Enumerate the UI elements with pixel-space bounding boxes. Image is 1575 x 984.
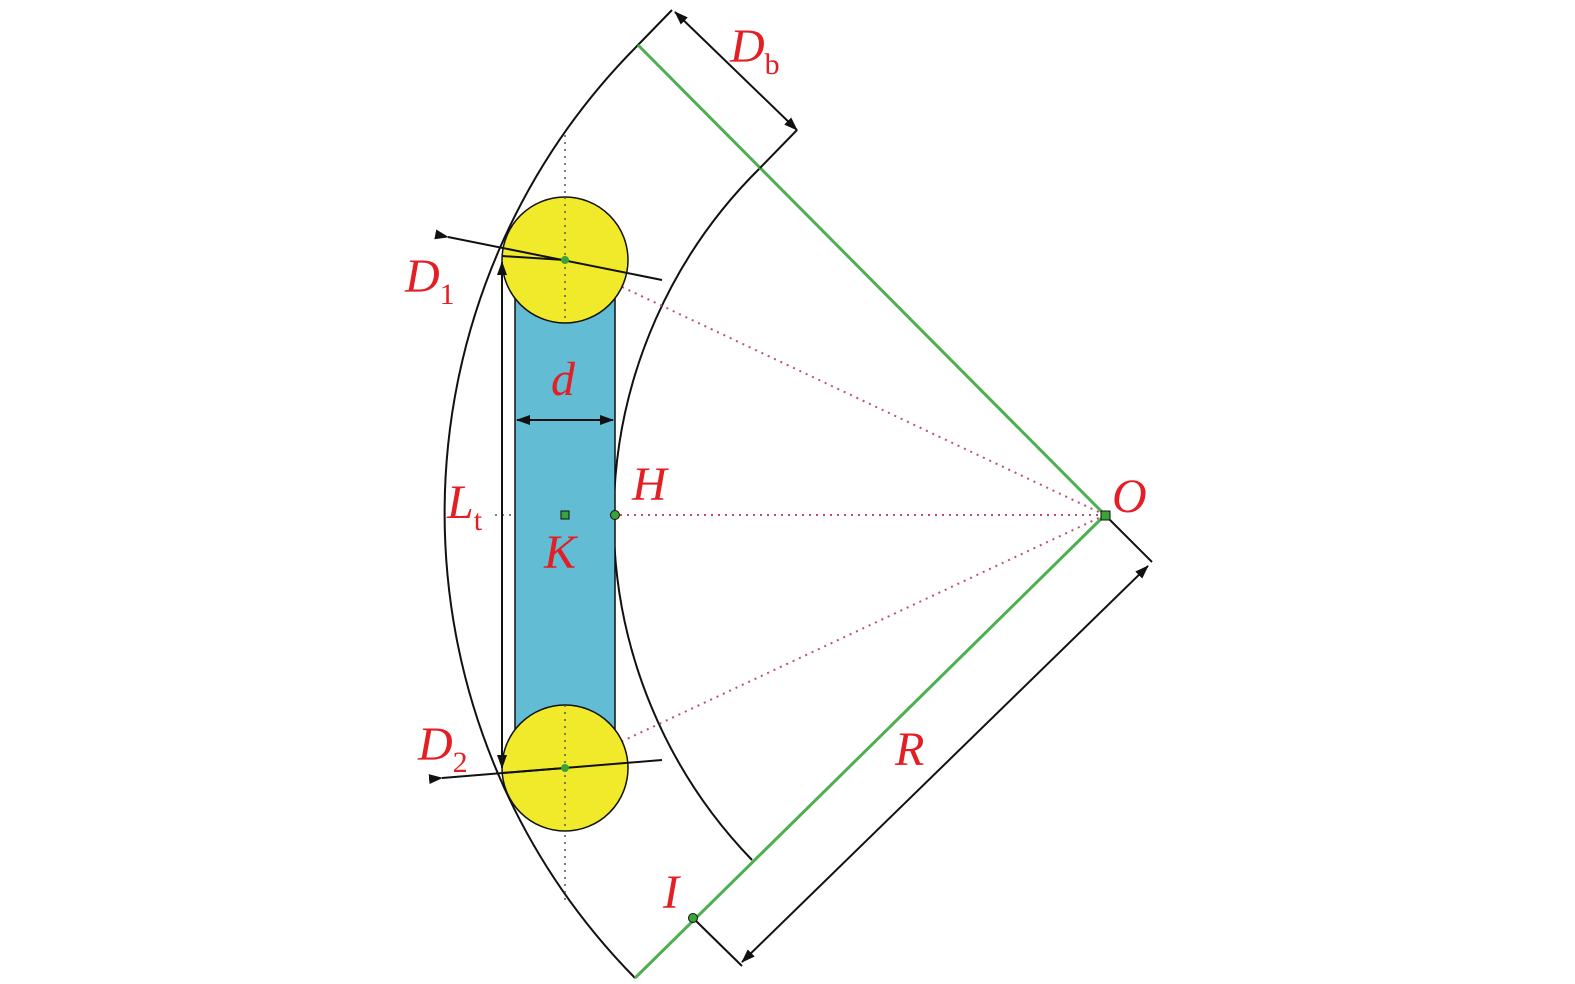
label-k: K [543,526,579,579]
point-O [1100,510,1111,521]
lower-radius-line [633,513,1107,980]
bottom-ball-center [561,764,569,772]
r-dimension-line [741,565,1149,963]
upper-radius-line [636,43,1107,517]
label-d2: D2 [417,718,468,779]
r-extension-bottom [692,917,743,967]
label-r: R [894,723,924,776]
label-db: Db [729,20,780,81]
db-extension-bottom [759,129,798,169]
label-d: d [551,353,576,406]
point-I [688,913,698,923]
point-H [610,510,620,520]
d2-leader [501,767,566,774]
sector-top-end [637,9,673,46]
label-o: O [1112,470,1147,523]
label-lt: Lt [446,476,483,537]
label-h: H [631,458,669,511]
label-i: I [662,866,681,919]
point-K [560,510,570,520]
radial-to-top-ball [564,259,1106,516]
outer-arc [443,44,639,979]
db-dimension-line [674,11,798,131]
top-ball-center [561,256,569,264]
radial-to-bottom-ball [564,514,1106,769]
label-d1: D1 [404,250,455,311]
d1-leader [501,255,566,261]
r-extension-top [1104,514,1153,563]
